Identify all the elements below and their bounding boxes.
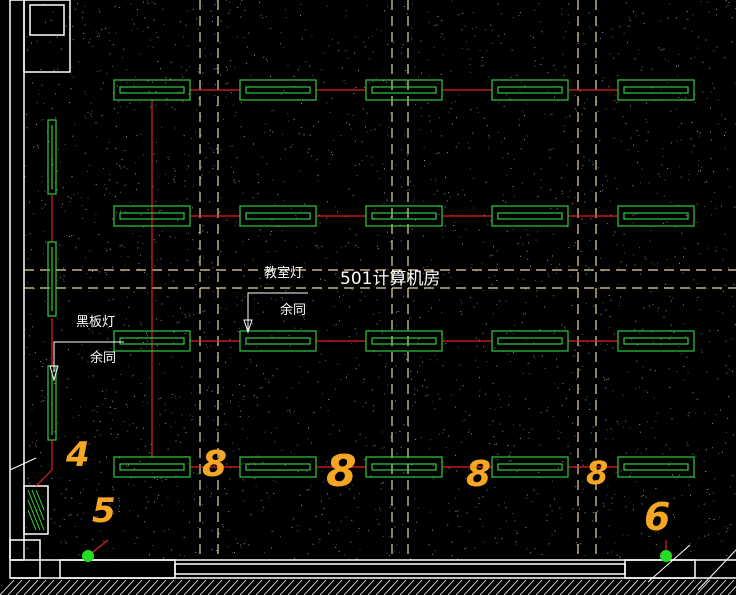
classroom-light-fixture (239, 330, 317, 352)
classroom-light-fixture (491, 79, 569, 101)
classroom-light-fixture (365, 456, 443, 478)
classroom-light-fixture (239, 205, 317, 227)
fixture-tube (245, 463, 311, 471)
bottom-window-left (59, 559, 176, 579)
blackboard-light-label: 黑板灯 (76, 315, 115, 330)
bottom-window-right (624, 559, 696, 579)
hand-number-6: 6 (644, 495, 670, 539)
fixture-tube (245, 86, 311, 94)
top-left-column (23, 0, 71, 73)
classroom-light-leader (247, 292, 308, 330)
fixture-tube (623, 337, 689, 345)
axis-lines (24, 0, 736, 560)
hand-number-8-d: 8 (586, 454, 608, 492)
classroom-light-fixture (617, 79, 695, 101)
fixture-tube (371, 86, 437, 94)
fixture-tube (497, 337, 563, 345)
classroom-light-fixture (617, 205, 695, 227)
fixture-tube (119, 337, 185, 345)
fixture-tube (119, 86, 185, 94)
bottom-left-column (9, 539, 41, 579)
classroom-light-fixture (113, 205, 191, 227)
junction-node-left (82, 550, 94, 562)
blackboard-light-arrow (49, 365, 59, 382)
classroom-light-label: 教室灯 (264, 265, 303, 281)
classroom-light-fixture (491, 456, 569, 478)
classroom-light-fixture (491, 330, 569, 352)
diag-line-left (9, 457, 37, 471)
bottom-wall-hatch (0, 579, 736, 595)
fixture-tube (497, 212, 563, 220)
classroom-light-fixture (617, 330, 695, 352)
top-left-column-inner (29, 4, 65, 36)
fixture-tube (371, 337, 437, 345)
hand-number-8-c: 8 (466, 454, 491, 495)
same-note-label-1: 余同 (280, 302, 306, 318)
left-wall-outer (9, 0, 25, 561)
blackboard-light-fixture (47, 119, 57, 195)
fixture-tube (371, 463, 437, 471)
classroom-light-fixture (365, 205, 443, 227)
fixture-tube (623, 212, 689, 220)
classroom-light-fixture (113, 456, 191, 478)
classroom-light-fixture (365, 330, 443, 352)
hand-number-4: 4 (65, 435, 90, 475)
bottom-window-middle (174, 563, 626, 575)
fixture-tube (497, 463, 563, 471)
fixture-tube (119, 463, 185, 471)
classroom-light-arrow (243, 319, 253, 334)
leader-lines (9, 292, 736, 591)
junction-node-right (660, 550, 672, 562)
classroom-light-fixture (239, 456, 317, 478)
classroom-light-fixture (113, 330, 191, 352)
fixture-tube (623, 463, 689, 471)
fixture-tube (245, 337, 311, 345)
blackboard-light-fixture (47, 241, 57, 317)
classroom-light-fixture (491, 205, 569, 227)
hand-number-8-a: 8 (202, 444, 227, 485)
room-name-label: 501计算机房 (340, 269, 440, 289)
fixture-tube (119, 212, 185, 220)
same-note-label-2: 余同 (90, 350, 116, 366)
classroom-light-fixture (365, 79, 443, 101)
fixture-tube (497, 86, 563, 94)
distribution-box-hatch (27, 489, 45, 531)
fixture-tube (245, 212, 311, 220)
diag-line-right-2 (647, 544, 691, 583)
classroom-light-fixture (617, 456, 695, 478)
classroom-light-fixture (239, 79, 317, 101)
hand-number-8-b: 8 (326, 446, 357, 497)
diag-line-right (697, 549, 736, 591)
hand-number-5: 5 (92, 491, 116, 531)
wiring (35, 89, 667, 557)
classroom-light-fixture (113, 79, 191, 101)
fixture-tube (623, 86, 689, 94)
walls (9, 0, 736, 579)
blackboard-light-leader (53, 341, 124, 372)
fixture-tube (371, 212, 437, 220)
